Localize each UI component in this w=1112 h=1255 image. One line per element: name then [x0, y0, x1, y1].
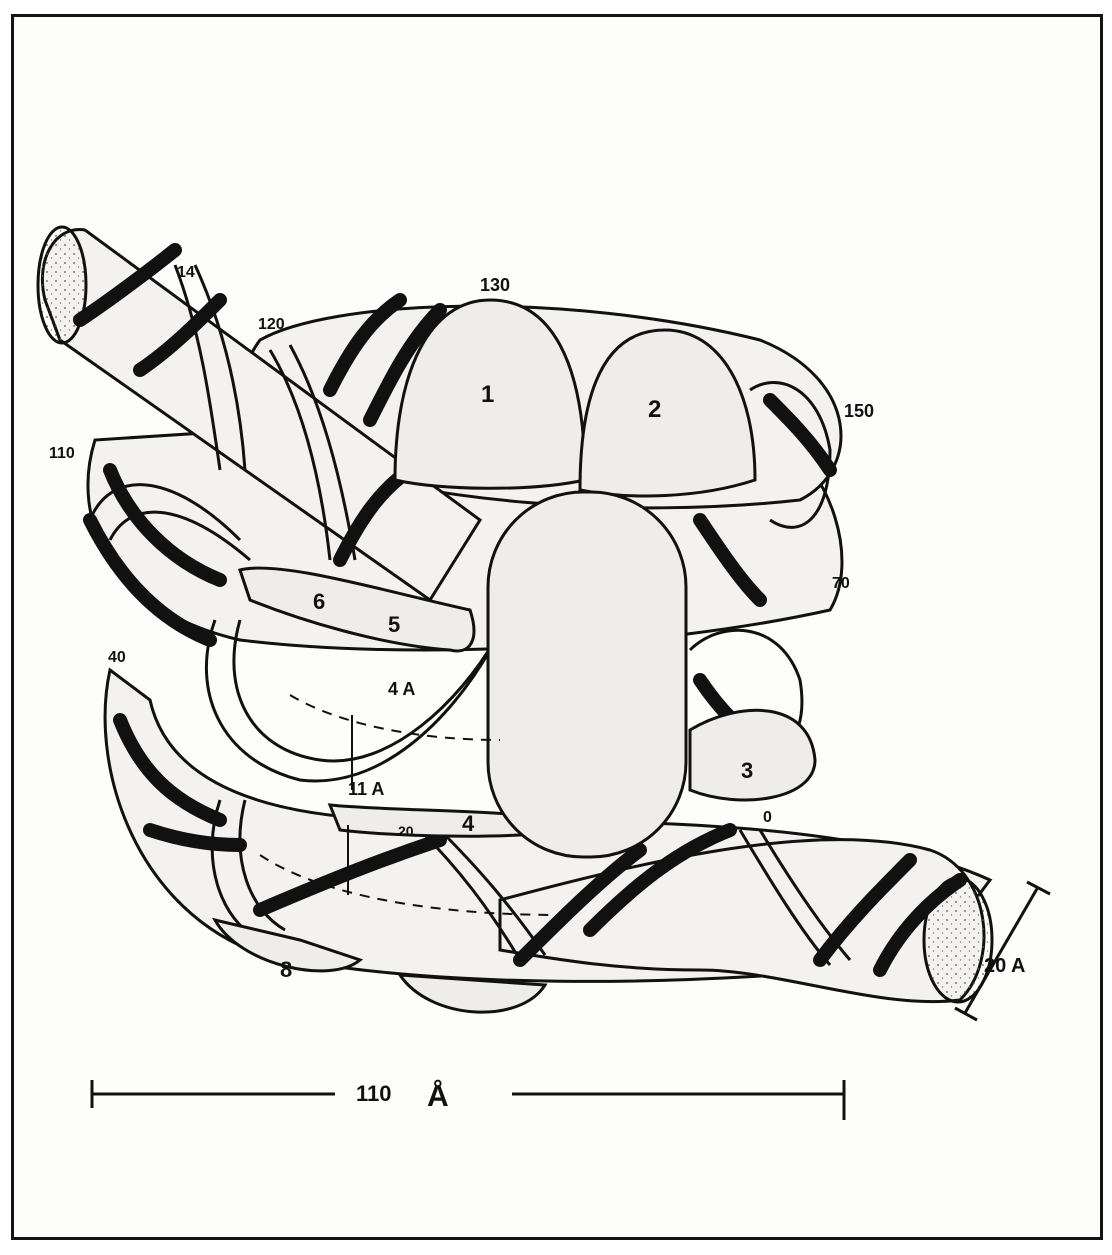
position-label-14: 14: [177, 264, 195, 281]
pitch-label-11a: 11 A: [348, 779, 384, 799]
scale-bar-unit: Å: [427, 1080, 449, 1113]
position-label-120: 120: [258, 316, 285, 333]
position-label-20: 20: [398, 823, 414, 839]
histone-label-4: 4: [462, 811, 475, 836]
histone-label-5: 5: [388, 612, 400, 637]
pitch-label-4a: 4 A: [388, 679, 415, 699]
width-marker-cap-top: [1027, 882, 1050, 894]
position-label-0: 0: [763, 809, 772, 826]
position-label-70: 70: [832, 575, 850, 592]
position-label-110: 110: [49, 445, 75, 462]
histone-label-6: 6: [313, 589, 325, 614]
histone-4: [330, 805, 520, 836]
histone-label-3: 3: [741, 758, 753, 783]
position-label-130: 130: [480, 275, 510, 295]
position-label-40: 40: [108, 649, 126, 666]
width-label: 20 A: [984, 955, 1026, 977]
position-label-150: 150: [844, 401, 874, 421]
histone-label-2: 2: [648, 396, 661, 423]
scale-bar-label: 110: [356, 1081, 392, 1106]
superhelix-dashed-upper: [290, 695, 500, 740]
histone-central: [488, 492, 686, 857]
histone-3: [690, 710, 815, 800]
histone-label-1: 1: [481, 381, 494, 408]
histone-label-8: 8: [280, 957, 292, 982]
